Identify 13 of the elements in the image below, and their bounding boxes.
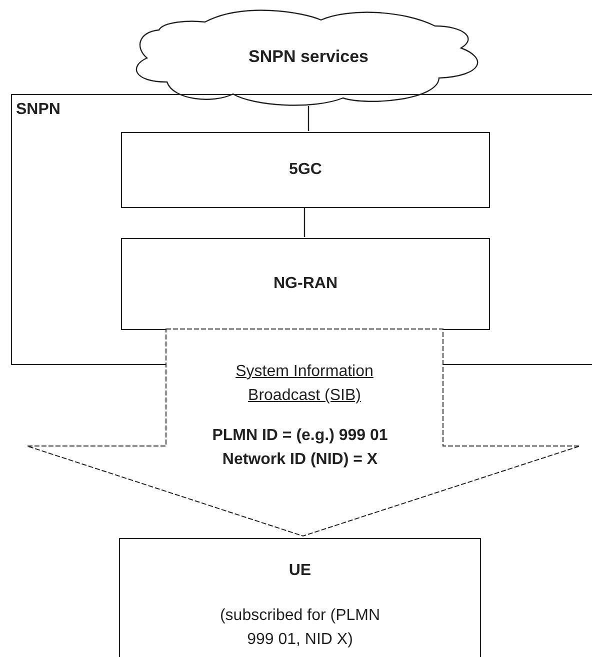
process-box: [121, 238, 490, 330]
cloud-label: SNPN services: [248, 46, 369, 68]
box-label: NG-RAN: [274, 274, 338, 294]
process-box: [121, 132, 490, 208]
device-box: [119, 538, 481, 657]
device-title: UE: [288, 561, 312, 581]
connector-line: [304, 207, 306, 237]
container-box: [11, 94, 592, 365]
device-description: (subscribed for (PLMN 999 01, NID X): [218, 606, 382, 650]
note-text: PLMN ID = (e.g.) 999 01 Network ID (NID) = X: [211, 426, 389, 470]
box-label: 5GC: [289, 160, 322, 180]
container-label: SNPN: [16, 100, 60, 120]
connector-line: [308, 106, 310, 131]
